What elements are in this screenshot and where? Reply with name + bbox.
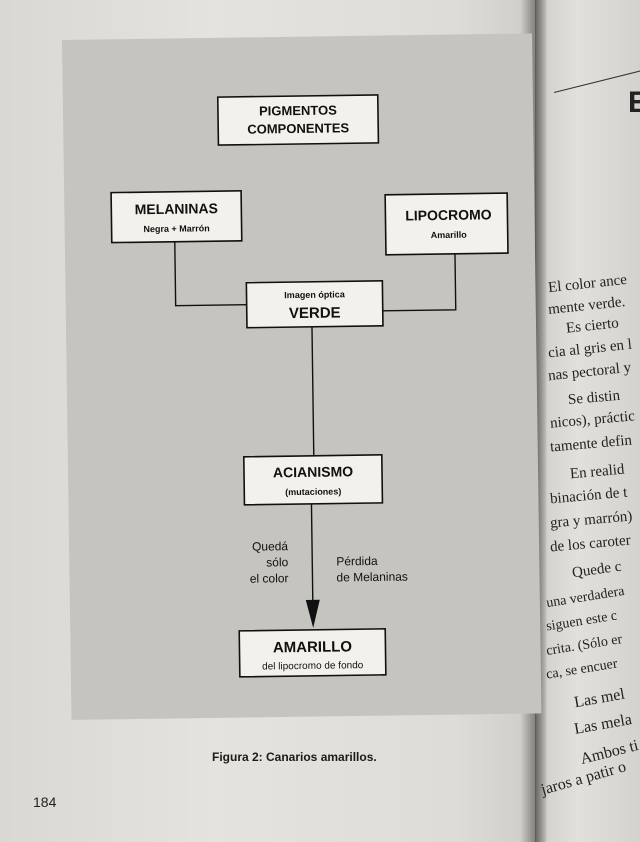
- right-page-heading: E: [628, 86, 640, 119]
- verde-subtitle: Imagen óptica: [284, 289, 346, 300]
- root-line2: COMPONENTES: [247, 120, 349, 136]
- box-lipocromo: [384, 192, 509, 256]
- connector-verde-acianismo: [311, 326, 315, 456]
- page-number: 184: [33, 794, 57, 810]
- label-right-line2: de Melaninas: [336, 570, 408, 585]
- connector-acianismo-amarillo: [310, 503, 314, 610]
- box-pigmentos-componentes: [216, 94, 380, 146]
- label-right-line1: Pérdida: [336, 554, 378, 569]
- label-left-line2: sólo: [266, 555, 289, 569]
- lipocromo-title: LIPOCROMO: [405, 206, 492, 223]
- arrow-head-icon: [305, 599, 320, 628]
- box-acianismo: [242, 454, 384, 506]
- lipocromo-subtitle: Amarillo: [431, 230, 468, 241]
- box-verde: [245, 280, 384, 329]
- acianismo-title: ACIANISMO: [273, 463, 353, 480]
- box-melaninas: [110, 189, 243, 244]
- label-left-line1: Quedá: [252, 539, 289, 554]
- melaninas-subtitle: Negra + Marrón: [143, 223, 209, 234]
- figure-caption: Figura 2: Canarios amarillos.: [212, 750, 377, 764]
- acianismo-subtitle: (mutaciones): [285, 486, 341, 497]
- amarillo-title: AMARILLO: [273, 638, 353, 656]
- melaninas-title: MELANINAS: [135, 200, 218, 217]
- right-page: E: [536, 0, 640, 842]
- box-amarillo: [238, 628, 387, 678]
- label-left-line3: el color: [250, 571, 289, 586]
- connector-melaninas-verde: [174, 241, 247, 307]
- connector-lipocromo-verde: [382, 253, 457, 312]
- root-line1: PIGMENTOS: [259, 102, 337, 118]
- amarillo-subtitle: del lipocromo de fondo: [262, 660, 364, 672]
- verde-title: VERDE: [289, 304, 341, 322]
